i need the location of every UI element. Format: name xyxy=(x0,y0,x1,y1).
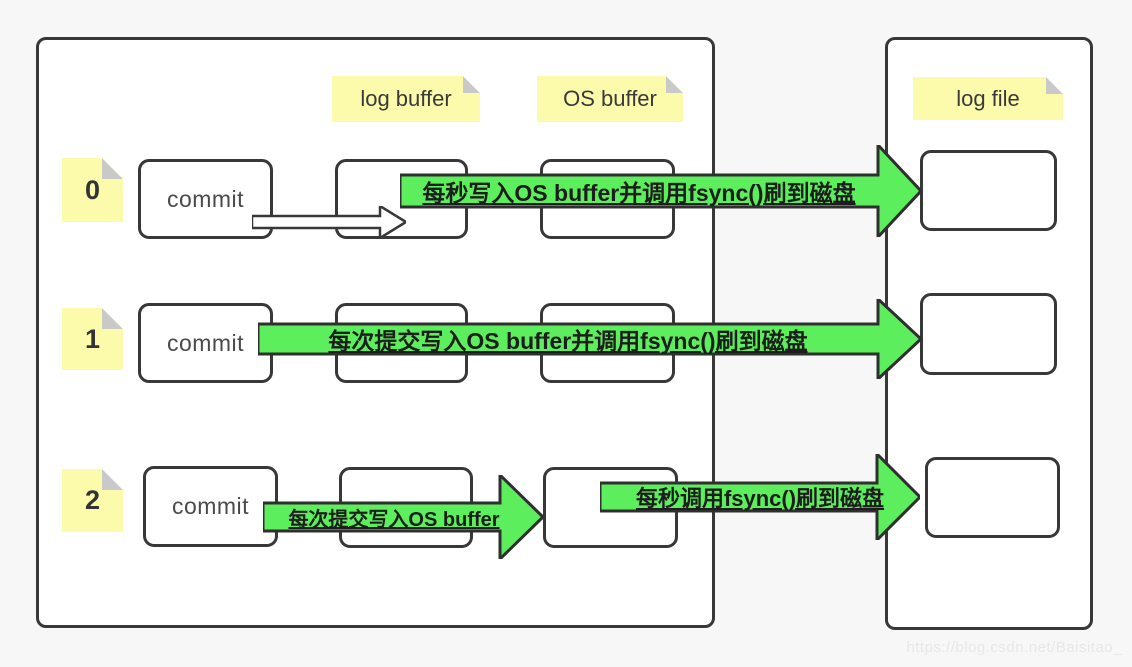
arrow-caption-row-0: 每秒写入OS buffer并调用fsync()刷到磁盘 xyxy=(422,180,856,206)
white-arrow-row-0 xyxy=(252,206,406,238)
green-arrow-row-2a: 每次提交写入OS buffer xyxy=(263,475,543,559)
arrow-caption-row-2b: 每秒调用fsync()刷到磁盘 xyxy=(635,486,885,511)
arrow-caption-row-1: 每次提交写入OS buffer并调用fsync()刷到磁盘 xyxy=(328,328,808,354)
commit-box-row-1: commit xyxy=(138,303,273,383)
log-buffer-label: log buffer xyxy=(360,86,452,111)
green-arrow-row-2b: 每秒调用fsync()刷到磁盘 xyxy=(600,454,920,540)
row-2-number: 2 xyxy=(84,485,101,515)
sticky-os-buffer: OS buffer xyxy=(537,76,683,122)
sticky-log-buffer: log buffer xyxy=(332,76,480,122)
log-file-box-row-1 xyxy=(920,293,1057,375)
row-0-number: 0 xyxy=(84,174,101,205)
log-file-box-row-2 xyxy=(925,457,1060,538)
log-file-label: log file xyxy=(956,85,1020,111)
sticky-log-file: log file xyxy=(913,77,1063,120)
commit-label: commit xyxy=(166,329,245,356)
green-arrow-row-0: 每秒写入OS buffer并调用fsync()刷到磁盘 xyxy=(400,145,921,237)
row-1-number: 1 xyxy=(84,323,101,354)
commit-box-row-2: commit xyxy=(143,466,278,547)
commit-box-row-0: commit xyxy=(138,159,273,239)
arrow-caption-row-2a: 每次提交写入OS buffer xyxy=(288,508,500,531)
watermark: https://blog.csdn.net/Baisitao_ xyxy=(906,639,1122,656)
sticky-row-1: 1 xyxy=(62,308,123,370)
os-buffer-label: OS buffer xyxy=(563,86,657,111)
green-arrow-row-1: 每次提交写入OS buffer并调用fsync()刷到磁盘 xyxy=(258,299,921,379)
commit-label: commit xyxy=(166,185,245,212)
log-file-box-row-0 xyxy=(920,150,1057,231)
commit-label: commit xyxy=(171,493,250,519)
